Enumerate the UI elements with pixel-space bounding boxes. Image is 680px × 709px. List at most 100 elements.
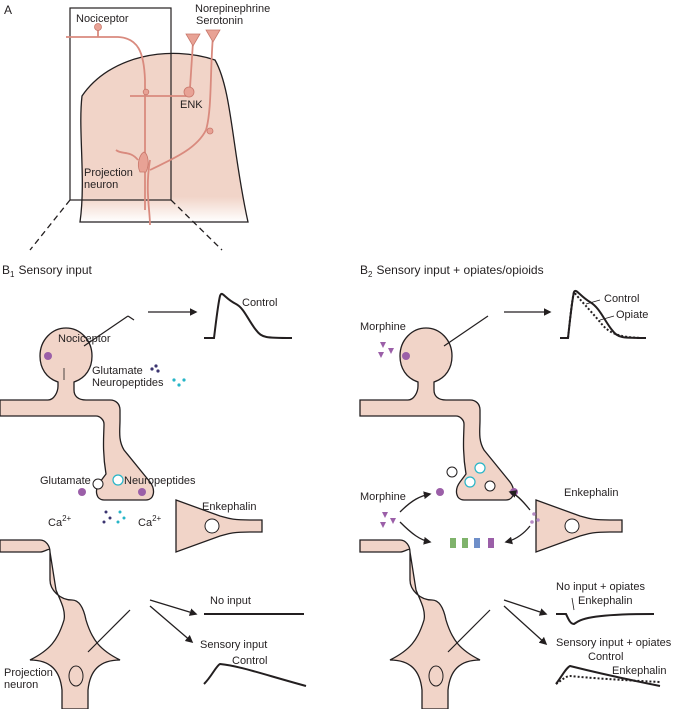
- label-morphine-top-b2: Morphine: [360, 321, 406, 333]
- arrow-enk-down-b2: [504, 525, 531, 545]
- label-projection-b1-1: Projection: [4, 667, 53, 679]
- arrow-enk-up-b2: [508, 490, 531, 511]
- dorsal-horn-tissue: [79, 52, 249, 223]
- label-control-lower-b1: Control: [232, 655, 267, 667]
- label-ca-right-b1: Ca2+: [138, 514, 162, 529]
- electrode-tip-top-b1: [127, 315, 135, 321]
- arrow-sensory-b1: [149, 605, 194, 644]
- label-enk: ENK: [180, 99, 203, 111]
- vesicle-neuropeptide-b1: [112, 474, 124, 486]
- receptor-top-b1: [44, 352, 52, 360]
- trace-opiate-b2: [567, 289, 647, 339]
- projection-dendrite-left: [115, 149, 139, 161]
- label-enkephalin-trace1-b2: Enkephalin: [578, 595, 632, 607]
- projection-nucleus-b2: [428, 665, 444, 687]
- norepinephrine-soma: [185, 33, 201, 47]
- receptor-right-b1: [138, 488, 146, 496]
- projection-cell-b2: [359, 539, 481, 709]
- nociceptor-soma: [94, 23, 102, 31]
- label-enkephalin-b1: Enkephalin: [202, 501, 256, 513]
- label-neuropeptides-b1: Neuropeptides: [124, 475, 196, 487]
- arrow-sensory-b2: [503, 605, 548, 646]
- receptor-left-b1: [78, 488, 86, 496]
- ptr-control-b2: [585, 299, 601, 305]
- label-control-lower-b2: Control: [588, 651, 623, 663]
- serotonin-soma: [205, 29, 221, 43]
- label-serotonin: Serotonin: [196, 15, 243, 27]
- glutamate-release-b1: [102, 510, 112, 524]
- projection-axon: [146, 159, 151, 226]
- zoom-box: [69, 7, 172, 201]
- label-control-b2: Control: [604, 293, 639, 305]
- vesicle-enkephalin-b2: [564, 518, 580, 534]
- label-glutamate-top-b1: Glutamate: [92, 365, 143, 377]
- projection-cell-b1: [0, 539, 121, 709]
- label-nociceptor-b1: Nociceptor: [58, 333, 111, 345]
- arrow-no-input-b1: [149, 599, 198, 616]
- nociceptor-cell-b2: [359, 327, 515, 501]
- panel-a: A Nociceptor Norepinephrine Serotonin EN…: [4, 3, 270, 251]
- trace-control-b1: [204, 292, 293, 339]
- enk-soma: [183, 86, 195, 98]
- neuropeptide-dots-top-b1: [172, 378, 186, 387]
- receptor-left-b2: [436, 488, 444, 496]
- label-glutamate-b1: Glutamate: [40, 475, 91, 487]
- receptor-top-b2: [402, 352, 410, 360]
- post-receptors-b2: [450, 538, 494, 548]
- trace-no-input-b2: [556, 613, 655, 626]
- glutamate-dots-top-b1: [150, 364, 160, 373]
- label-projection-a-1: Projection: [84, 167, 133, 179]
- ptr-opiate-b2: [599, 315, 615, 321]
- trace-sensory-enk-b2: [555, 674, 661, 685]
- label-ca-left-b1: Ca2+: [48, 514, 72, 529]
- arrow-morphine-up-b2: [399, 491, 432, 513]
- zoom-line-left: [29, 199, 71, 251]
- electrode-bottom-b2: [447, 609, 491, 653]
- label-control-b1: Control: [242, 297, 277, 309]
- nociceptor-cell-b1: [0, 327, 155, 501]
- label-neuropeptides-top-b1: Neuropeptides: [92, 377, 164, 389]
- label-projection-a-2: neuron: [84, 179, 118, 191]
- enk-terminal: [142, 88, 150, 96]
- zoom-line-right: [170, 199, 223, 251]
- label-nociceptor-a: Nociceptor: [76, 13, 129, 25]
- serotonin-axon: [149, 35, 214, 171]
- label-morphine-mid-b2: Morphine: [360, 491, 406, 503]
- label-enkephalin-trace2-b2: Enkephalin: [612, 665, 666, 677]
- morphine-top-b2: [378, 342, 394, 358]
- label-sensory-b2: Sensory input + opiates: [556, 637, 672, 649]
- neuropeptide-release-b1: [116, 510, 126, 524]
- serotonin-terminal: [206, 127, 214, 135]
- electrode-top-b1: [83, 315, 129, 347]
- norepinephrine-axon: [189, 41, 194, 89]
- label-no-input-b2: No input + opiates: [556, 581, 645, 593]
- nociceptor-axon: [66, 36, 146, 210]
- trace-sensory-b1: [203, 662, 307, 687]
- panel-a-letter: A: [4, 3, 12, 17]
- arrow-morphine-down-b2: [399, 521, 432, 545]
- trace-sensory-control-b2: [555, 664, 661, 687]
- label-enkephalin-b2: Enkephalin: [564, 487, 618, 499]
- vesicles-b2: [446, 462, 496, 492]
- label-projection-b1-2: neuron: [4, 679, 38, 691]
- vesicle-glutamate-b1: [92, 478, 104, 490]
- label-sensory-b1: Sensory input: [200, 639, 267, 651]
- electrode-top-b2: [443, 315, 489, 347]
- electrode-bottom-b1: [87, 609, 131, 653]
- label-no-input-b1: No input: [210, 595, 251, 607]
- arrow-no-input-b2: [503, 599, 548, 616]
- enkephalin-release-b2: [530, 512, 540, 524]
- projection-soma-a: [137, 151, 149, 173]
- label-norepinephrine: Norepinephrine: [195, 3, 270, 15]
- ptr-enk1-b2: [571, 597, 575, 611]
- projection-nucleus-b1: [68, 665, 84, 687]
- vesicle-enkephalin-b1: [204, 518, 220, 534]
- morphine-mid-b2: [380, 512, 396, 528]
- trace-control-b2: [560, 290, 647, 339]
- label-opiate-b2: Opiate: [616, 309, 648, 321]
